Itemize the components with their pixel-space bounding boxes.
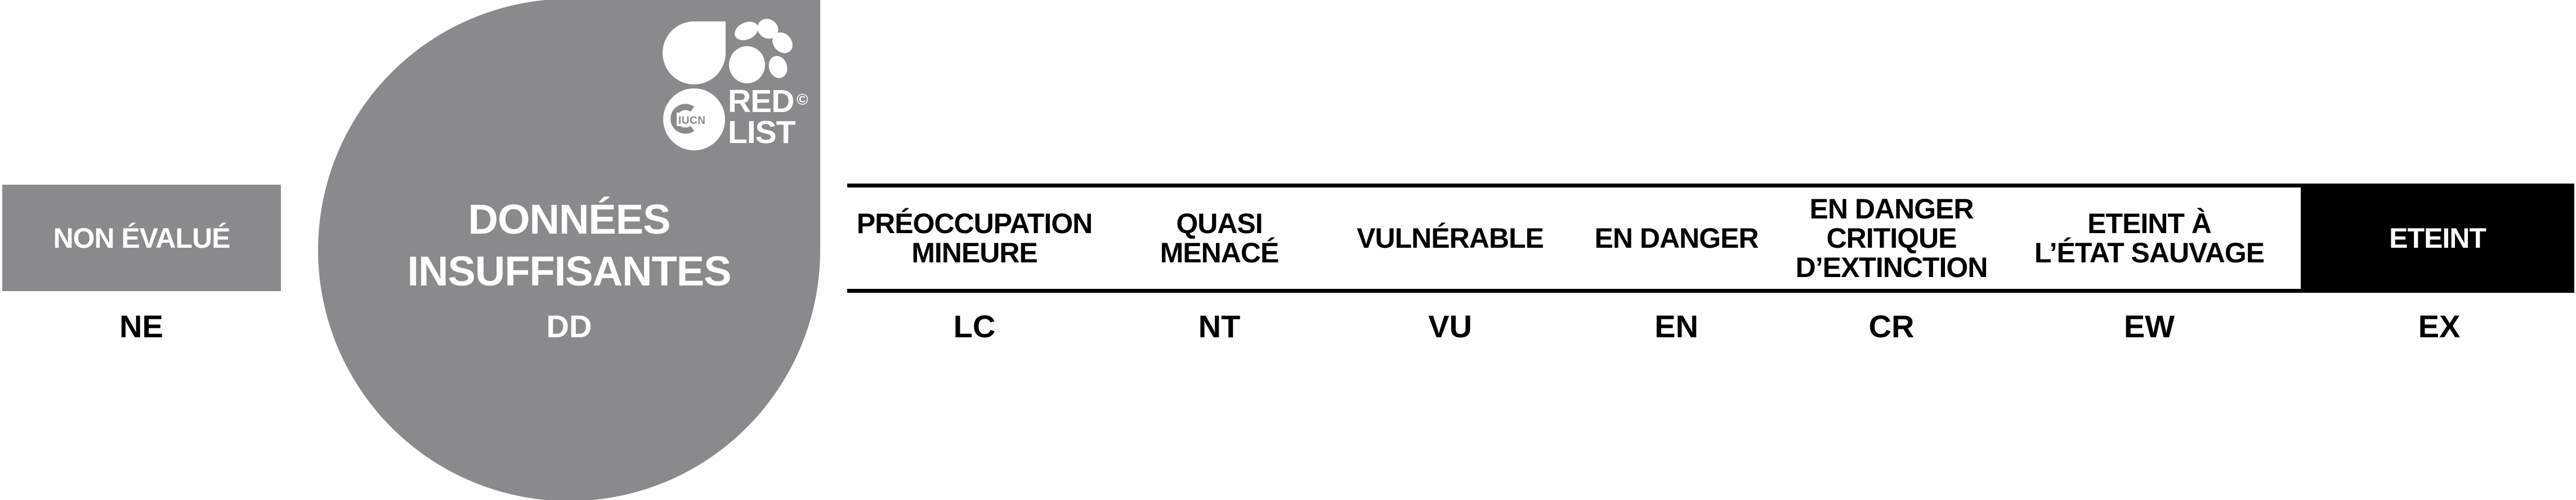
red-list-word-list: LIST	[728, 114, 796, 150]
category-label-line: ETEINT	[2389, 222, 2486, 254]
data-deficient-label-line1: DONNÉES	[468, 196, 671, 243]
data-deficient-label: DONNÉES INSUFFISANTES	[407, 194, 732, 297]
code-lc: LC	[953, 309, 996, 344]
category-label-line: MINEURE	[911, 237, 1038, 269]
category-label-line: EN DANGER	[1809, 193, 1974, 225]
category-label-line: D’EXTINCTION	[1795, 252, 1988, 283]
code-ne: NE	[119, 309, 163, 344]
band-bottom-border	[847, 289, 2574, 293]
not-evaluated-label: NON ÉVALUÉ	[53, 222, 230, 254]
copyright-symbol: ©	[797, 91, 808, 108]
code-en: EN	[1654, 309, 1698, 344]
red-list-word-red: RED	[728, 83, 794, 119]
paw-print-icon	[729, 19, 793, 83]
category-least-concern: PRÉOCCUPATION MINEURE	[857, 188, 1093, 289]
band-top-border	[847, 184, 2574, 188]
category-label-line: ETEINT À	[2087, 208, 2212, 239]
code-ex: EX	[2418, 309, 2461, 344]
category-extinct: ETEINT	[2301, 184, 2574, 293]
category-near-threatened: QUASI MENACÉ	[1160, 188, 1280, 289]
category-label-line: MENACÉ	[1160, 237, 1280, 269]
red-list-wordmark: RED LIST ©	[728, 83, 808, 150]
code-dd: DD	[546, 309, 592, 344]
iucn-wordmark: IUCN	[678, 115, 705, 127]
category-label-line: VULNÉRABLE	[1357, 222, 1544, 254]
code-nt: NT	[1198, 309, 1241, 344]
code-vu: VU	[1428, 309, 1472, 344]
category-extinct-in-the-wild: ETEINT À L’ÉTAT SAUVAGE	[2034, 188, 2265, 289]
code-ew: EW	[2123, 309, 2175, 344]
category-label-line: CRITIQUE	[1826, 222, 1957, 254]
category-label-line: EN DANGER	[1594, 222, 1759, 254]
iucn-roundel-icon: IUCN	[663, 88, 725, 150]
category-label-line: PRÉOCCUPATION	[856, 208, 1093, 239]
category-label-line: QUASI	[1176, 208, 1263, 239]
status-box-not-evaluated: NON ÉVALUÉ	[2, 185, 281, 291]
category-label-line: L’ÉTAT SAUVAGE	[2034, 237, 2265, 269]
data-deficient-label-line2: INSUFFISANTES	[407, 248, 732, 294]
code-cr: CR	[1868, 309, 1915, 344]
category-critically-endangered: EN DANGER CRITIQUE D’EXTINCTION	[1796, 188, 1988, 289]
red-list-droplet-icon	[663, 21, 726, 84]
category-vulnerable: VULNÉRABLE	[1357, 188, 1544, 289]
category-endangered: EN DANGER	[1594, 188, 1759, 289]
